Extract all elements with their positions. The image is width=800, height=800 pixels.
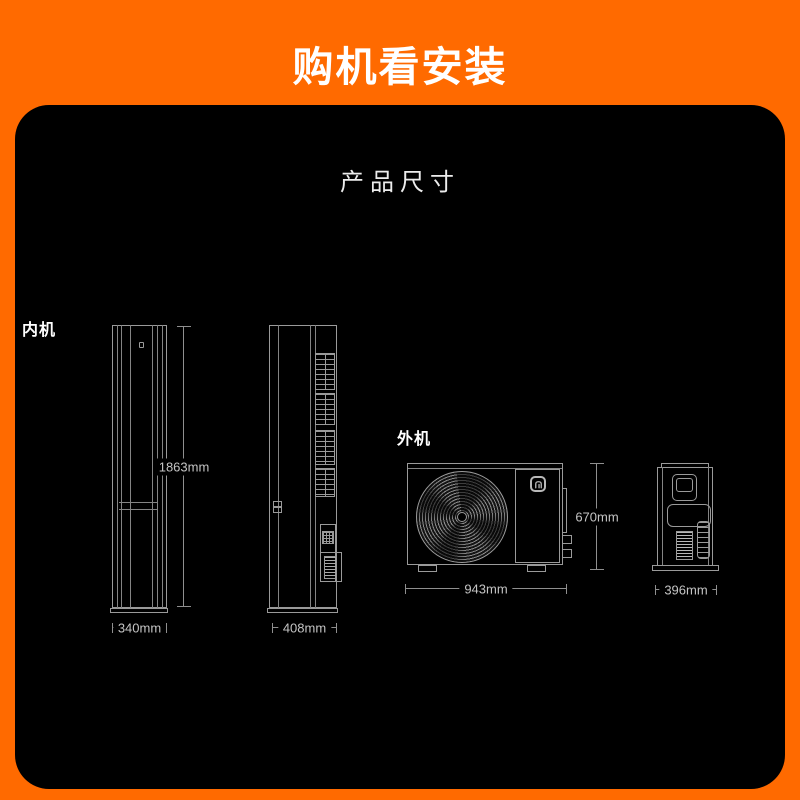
dimension-label: 943mm [459, 580, 513, 598]
valve-fitting [562, 535, 572, 544]
mounting-foot [418, 565, 437, 572]
side-vent-grille [315, 430, 335, 465]
handle-grip [676, 478, 693, 492]
pipe-connector [320, 552, 342, 582]
dimension-depth-outdoor: 396mm [655, 581, 717, 599]
mijia-logo-icon [530, 476, 546, 492]
side-vent-grille [315, 393, 335, 425]
handle-recess [672, 474, 697, 501]
panel-seam-line [278, 325, 279, 608]
pipe-connector-ribs [324, 556, 337, 579]
dimension-height-indoor: 1863mm [153, 326, 215, 607]
indoor-unit-label: 内机 [22, 322, 57, 339]
section-title: 产品尺寸 [340, 169, 460, 196]
dimension-height-outdoor: 670mm [570, 463, 624, 570]
panel-seam-line [117, 325, 118, 608]
dimension-label: 1863mm [153, 458, 215, 475]
page-title: 购机看安装 [292, 44, 508, 90]
panel-split-line [119, 509, 158, 510]
outdoor-side-base [652, 565, 719, 571]
content-panel [15, 105, 785, 789]
dimension-width-outdoor: 943mm [405, 580, 567, 598]
indoor-side-base [267, 608, 338, 613]
outdoor-unit-label: 外机 [397, 431, 432, 448]
service-panel [667, 504, 711, 527]
panel-seam-line [662, 467, 663, 566]
indoor-logo-mark [139, 342, 144, 348]
dimension-label: 670mm [570, 508, 624, 525]
side-vent-grille [697, 521, 710, 559]
panel-seam-line [130, 325, 131, 608]
panel-seam-line [310, 325, 311, 608]
side-detail-block [273, 507, 282, 513]
side-vent-grille [315, 468, 335, 497]
outdoor-side-panel [515, 469, 560, 563]
dimension-label: 408mm [277, 619, 332, 637]
valve-fitting [562, 549, 572, 558]
indoor-front-base [110, 608, 168, 613]
panel-split-line [119, 502, 158, 503]
top-cap-line [408, 468, 562, 469]
dimension-label: 396mm [659, 581, 713, 599]
panel-seam-line [315, 325, 316, 608]
dimension-label: 340mm [112, 619, 167, 637]
side-vent-grille [315, 353, 335, 390]
mounting-foot [527, 565, 546, 572]
indoor-side-outline [269, 325, 337, 608]
side-detail-block [273, 501, 282, 507]
panel-seam-line [121, 325, 122, 608]
dimension-width-indoor: 340mm [112, 619, 167, 637]
fan-hub [457, 512, 467, 522]
connection-grid [322, 531, 334, 544]
panel-seam-line [708, 467, 709, 566]
dimension-depth-indoor: 408mm [272, 619, 337, 637]
panel-seam-line [152, 325, 153, 608]
side-bracket [562, 488, 567, 533]
spec-sticker [676, 531, 693, 560]
